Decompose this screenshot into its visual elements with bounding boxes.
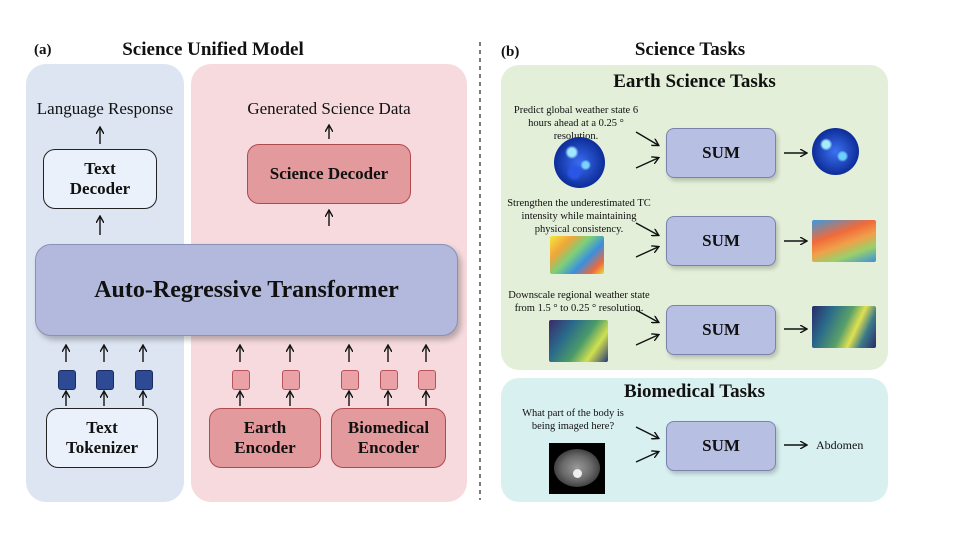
text-token-1 — [58, 370, 76, 390]
sum-box-3: SUM — [666, 305, 776, 355]
arrow-to-sum — [635, 309, 658, 322]
earth-encoder-label: Earth Encoder — [234, 418, 296, 457]
task2-prompt: Strengthen the underestimated TC intensi… — [507, 198, 651, 235]
transformer-box: Auto-Regressive Transformer — [35, 244, 458, 336]
ct-scan-image — [549, 443, 605, 494]
panel-b-label: (b) — [501, 44, 520, 60]
bio-token-2 — [380, 370, 398, 390]
arrow-to-sum — [635, 452, 658, 463]
abdomen-output: Abdomen — [816, 438, 864, 452]
ct-body — [554, 449, 600, 487]
panel-a-title: Science Unified Model — [122, 39, 304, 60]
sum-label-3: SUM — [702, 320, 740, 339]
earth-encoder-box: Earth Encoder — [209, 408, 321, 468]
panel-a-label: (a) — [34, 42, 52, 58]
sum-box-1: SUM — [666, 128, 776, 178]
arrow-to-sum — [635, 222, 658, 235]
text-decoder-label: Text Decoder — [69, 159, 131, 198]
sum-label-4: SUM — [702, 436, 740, 455]
task4-prompt: What part of the body is being imaged he… — [522, 408, 624, 432]
text-token-3 — [135, 370, 153, 390]
panel-b-title: Science Tasks — [634, 39, 746, 60]
tc-input-image — [550, 236, 604, 274]
ct-spine — [573, 469, 582, 478]
sum-label-1: SUM — [702, 143, 740, 162]
global-weather-output-image — [812, 128, 859, 175]
science-decoder-box: Science Decoder — [247, 144, 411, 204]
arrow-to-sum — [635, 335, 658, 346]
transformer-label: Auto-Regressive Transformer — [94, 276, 399, 303]
arrow-to-sum — [635, 131, 658, 145]
downscale-output-image — [812, 306, 876, 348]
biomed-tasks-title: Biomedical Tasks — [624, 381, 765, 402]
sum-box-2: SUM — [666, 216, 776, 266]
arrow-to-sum — [635, 247, 658, 258]
biomedical-encoder-label: Biomedical Encoder — [347, 418, 430, 457]
bio-token-3 — [418, 370, 436, 390]
text-tokenizer-box: Text Tokenizer — [46, 408, 158, 468]
sum-label-2: SUM — [702, 231, 740, 250]
earth-token-1 — [232, 370, 250, 390]
text-decoder-box: Text Decoder — [43, 149, 157, 209]
task3-prompt: Downscale regional weather state from 1.… — [508, 290, 650, 314]
task1-prompt: Predict global weather state 6 hours ahe… — [513, 105, 639, 142]
science-decoder-label: Science Decoder — [269, 164, 389, 183]
generated-science-data-label: Generated Science Data — [247, 99, 411, 118]
earth-tasks-title: Earth Science Tasks — [613, 71, 776, 92]
tc-output-image — [812, 220, 876, 262]
downscale-input-image — [549, 320, 608, 362]
bio-token-1 — [341, 370, 359, 390]
arrow-to-sum — [635, 426, 658, 438]
earth-token-2 — [282, 370, 300, 390]
biomedical-encoder-box: Biomedical Encoder — [331, 408, 446, 468]
global-weather-input-image — [554, 137, 605, 188]
text-token-2 — [96, 370, 114, 390]
language-response-label: Language Response — [36, 99, 174, 118]
text-tokenizer-label: Text Tokenizer — [65, 418, 139, 457]
arrow-to-sum — [635, 158, 658, 169]
sum-box-4: SUM — [666, 421, 776, 471]
